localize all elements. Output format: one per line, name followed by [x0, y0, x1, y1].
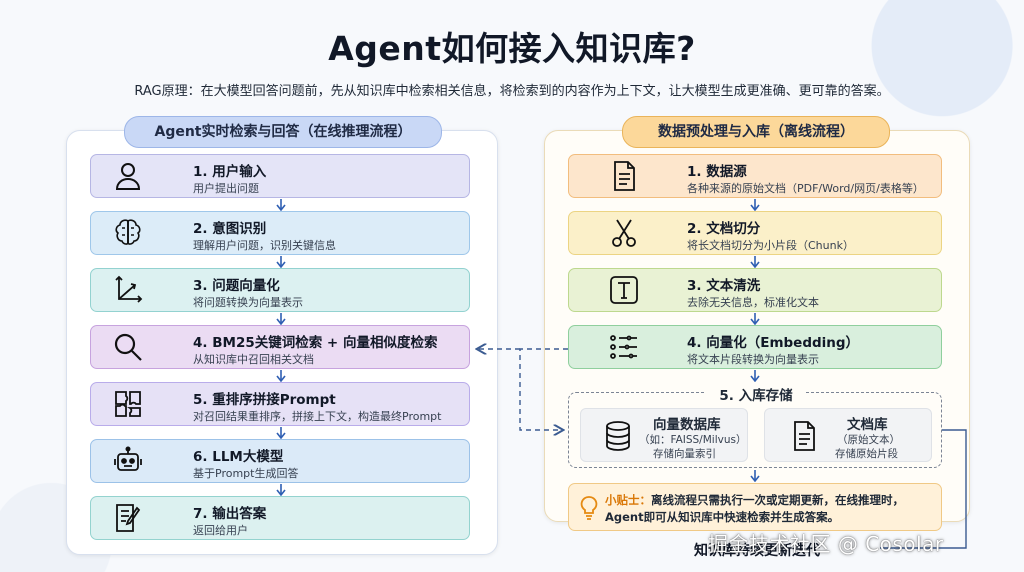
tip-text: 小贴士：离线流程只需执行一次或定期更新，在线推理时， Agent即可从知识库中快… — [605, 492, 904, 526]
online-step-vectorize: 3. 问题向量化 将问题转换为向量表示 — [90, 268, 470, 312]
update-iteration-label: 知识库持续更新迭代 — [694, 543, 820, 559]
brain-icon — [111, 216, 145, 250]
online-flow-header: Agent实时检索与回答（在线推理流程） — [124, 116, 442, 148]
magnifier-icon — [111, 330, 145, 364]
step-desc: 去除无关信息，标准化文本 — [687, 296, 819, 309]
online-step-llm: 6. LLM大模型 基于Prompt生成回答 — [90, 439, 470, 483]
doc-db-card: 文档库 （原始文本） 存储原始片段 — [764, 408, 932, 462]
text-clean-icon — [607, 273, 641, 307]
embedding-icon — [607, 330, 641, 364]
step-title: 1. 数据源 — [687, 164, 747, 180]
step-desc: 将问题转换为向量表示 — [193, 296, 303, 309]
offline-step-embedding: 4. 向量化（Embedding） 将文本片段转换为向量表示 — [568, 325, 942, 369]
online-step-rerank: 5. 重排序拼接Prompt 对召回结果重排序，拼接上下文，构造最终Prompt — [90, 382, 470, 426]
robot-icon — [111, 444, 145, 478]
step-desc: 从知识库中召回相关文档 — [193, 353, 314, 366]
flow-arrow-down — [750, 256, 760, 268]
step-desc: 基于Prompt生成回答 — [193, 467, 299, 480]
doc-db-desc: 存储原始片段 — [835, 448, 898, 460]
flow-arrow-down — [750, 470, 760, 482]
database-icon — [601, 419, 635, 453]
page-subtitle: RAG原理：在大模型回答问题前，先从知识库中检索相关信息，将检索到的内容作为上下… — [134, 84, 890, 99]
step-title: 3. 文本清洗 — [687, 278, 761, 294]
step-desc: 将长文档切分为小片段（Chunk） — [687, 239, 854, 252]
tip-label: 小贴士： — [605, 493, 651, 507]
edit-document-icon — [111, 501, 145, 535]
offline-step-clean: 3. 文本清洗 去除无关信息，标准化文本 — [568, 268, 942, 312]
vector-db-title: 向量数据库 — [653, 417, 721, 433]
flow-arrow-down — [276, 256, 286, 268]
document-icon — [607, 159, 641, 193]
vector-db-example: （如：FAISS/Milvus） — [639, 434, 747, 446]
step-title: 5. 重排序拼接Prompt — [193, 392, 336, 408]
tip-line-1: 离线流程只需执行一次或定期更新，在线推理时， — [651, 493, 904, 507]
tip-line-2: Agent即可从知识库中快速检索并生成答案。 — [605, 510, 840, 524]
step-title: 4. 向量化（Embedding） — [687, 335, 860, 351]
step-desc: 返回给用户 — [193, 524, 248, 537]
vector-axes-icon — [111, 273, 145, 307]
step-title: 4. BM25关键词检索 + 向量相似度检索 — [193, 335, 438, 351]
tip-box: 小贴士：离线流程只需执行一次或定期更新，在线推理时， Agent即可从知识库中快… — [568, 483, 942, 531]
step-desc: 理解用户问题，识别关键信息 — [193, 239, 336, 252]
flow-arrow-down — [750, 370, 760, 382]
step-title: 6. LLM大模型 — [193, 449, 284, 465]
flow-arrow-down — [276, 313, 286, 325]
offline-flow-header: 数据预处理与入库（离线流程） — [622, 116, 890, 148]
step-desc: 用户提出问题 — [193, 182, 259, 195]
step-desc: 将文本片段转换为向量表示 — [687, 353, 819, 366]
vector-db-desc: 存储向量索引 — [653, 448, 716, 460]
scissors-icon — [607, 216, 641, 250]
puzzle-icon — [111, 387, 145, 421]
flow-arrow-down — [276, 199, 286, 211]
step-title: 2. 文档切分 — [687, 221, 761, 237]
step-title: 7. 输出答案 — [193, 506, 267, 522]
online-step-output: 7. 输出答案 返回给用户 — [90, 496, 470, 540]
page-title: Agent如何接入知识库? — [328, 29, 696, 68]
flow-arrow-down — [276, 370, 286, 382]
step-title: 2. 意图识别 — [193, 221, 267, 237]
offline-step-data-source: 1. 数据源 各种来源的原始文档（PDF/Word/网页/表格等） — [568, 154, 942, 198]
step-title: 3. 问题向量化 — [193, 278, 280, 294]
doc-db-example: （原始文本） — [837, 434, 900, 446]
step-desc: 各种来源的原始文档（PDF/Word/网页/表格等） — [687, 182, 924, 195]
file-text-icon — [787, 419, 821, 453]
watermark: 掘金技术社区 @ Cosolar — [708, 532, 944, 556]
online-step-retrieval: 4. BM25关键词检索 + 向量相似度检索 从知识库中召回相关文档 — [90, 325, 470, 369]
step-title: 1. 用户输入 — [193, 164, 267, 180]
flow-arrow-down — [750, 313, 760, 325]
user-icon — [111, 159, 145, 193]
lightbulb-icon — [577, 494, 601, 522]
doc-db-title: 文档库 — [847, 417, 888, 433]
flow-arrow-down — [750, 199, 760, 211]
online-step-user-input: 1. 用户输入 用户提出问题 — [90, 154, 470, 198]
online-step-intent: 2. 意图识别 理解用户问题，识别关键信息 — [90, 211, 470, 255]
storage-label: 5. 入库存储 — [706, 384, 806, 404]
flow-arrow-down — [276, 427, 286, 439]
offline-step-split: 2. 文档切分 将长文档切分为小片段（Chunk） — [568, 211, 942, 255]
vector-db-card: 向量数据库 （如：FAISS/Milvus） 存储向量索引 — [580, 408, 748, 462]
flow-arrow-down — [276, 484, 286, 496]
step-desc: 对召回结果重排序，拼接上下文，构造最终Prompt — [193, 410, 442, 423]
